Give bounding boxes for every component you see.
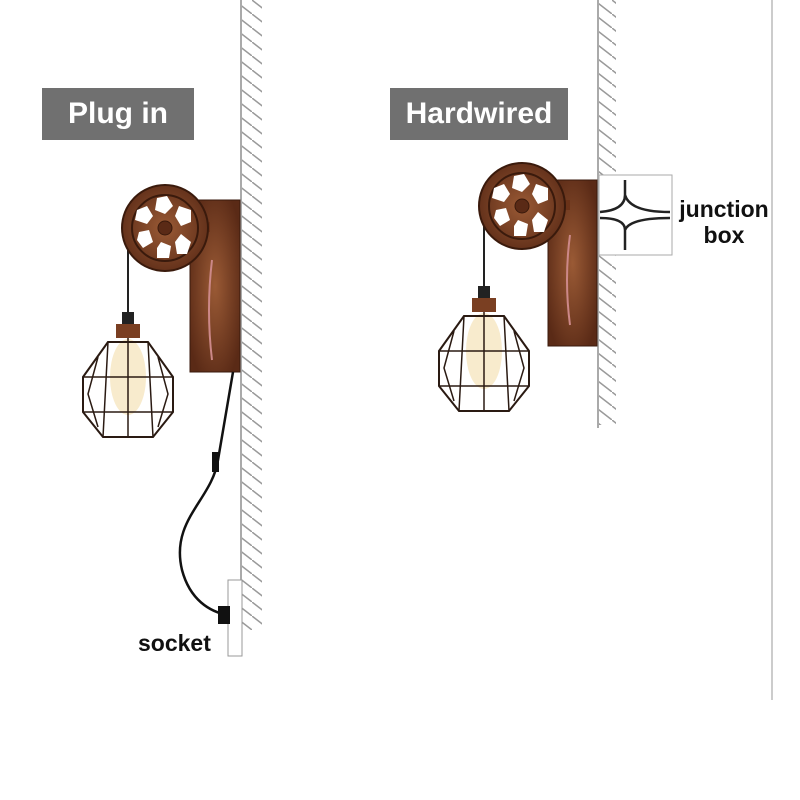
junction-box	[598, 174, 673, 256]
plug	[218, 606, 230, 624]
junction-label-line2: box	[703, 222, 745, 248]
hardwired-label: Hardwired	[390, 88, 568, 140]
power-cord	[178, 371, 235, 617]
wall-hatch-left	[242, 0, 262, 630]
plug-in-label: Plug in	[42, 88, 194, 140]
plug-in-lamp	[82, 184, 243, 657]
socket-label: socket	[138, 630, 211, 656]
junction-wires	[599, 180, 671, 250]
socket-plate	[227, 579, 243, 657]
hardwired-lamp	[438, 162, 673, 412]
junction-label-line1: junction	[679, 196, 769, 222]
junction-box-label: junction box	[674, 196, 774, 248]
